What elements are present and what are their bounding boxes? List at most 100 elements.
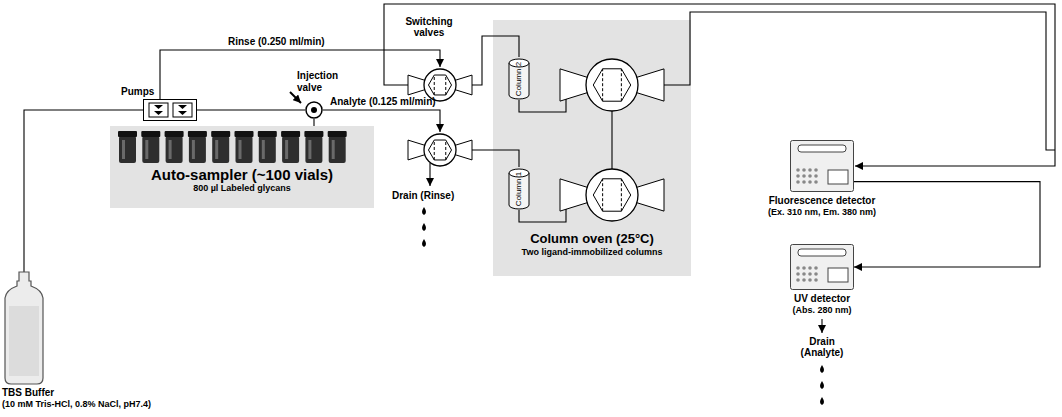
vial-cap xyxy=(258,131,277,137)
node-subtitle: (10 mM Tris-HCl, 0.8% NaCl, pH7.4) xyxy=(2,399,151,409)
detector-button xyxy=(796,272,800,276)
column: Column 2 xyxy=(508,58,530,100)
vial-cap xyxy=(165,131,184,137)
node-title: Column 1 xyxy=(514,172,523,206)
node-caption: Fluorescence detector(Ex. 310 nm, Em. 38… xyxy=(768,195,876,217)
bottle-liquid xyxy=(9,306,39,376)
detector-button xyxy=(802,266,806,270)
node-subtitle: (Abs. 280 nm) xyxy=(792,305,851,315)
valve-dot xyxy=(311,107,317,113)
detector-shape xyxy=(790,140,854,192)
detector: Fluorescence detector(Ex. 310 nm, Em. 38… xyxy=(790,140,854,192)
sample-vial xyxy=(119,136,136,163)
node-subtitle: Two ligand-immobilized columns xyxy=(493,247,691,257)
column-oven-panel: Column 2 Column 1 Column oven (25°C)Two li… xyxy=(493,20,691,276)
detector-button xyxy=(808,168,812,172)
detector-button xyxy=(796,174,800,178)
vial-highlight xyxy=(192,140,195,159)
detector-button xyxy=(808,278,812,282)
detector-button xyxy=(802,180,806,184)
detector-button xyxy=(814,266,818,270)
detector-button xyxy=(796,180,800,184)
drain-drop xyxy=(422,207,426,215)
vial-cap xyxy=(141,131,160,137)
check-valve xyxy=(154,105,163,115)
node-caption: UV detector(Abs. 280 nm) xyxy=(792,293,851,315)
pump-box-shape xyxy=(144,100,198,122)
detector-button xyxy=(802,174,806,178)
detector-slot xyxy=(798,249,846,256)
vial-highlight xyxy=(285,140,288,159)
injection-valve: Injection valve xyxy=(305,101,323,119)
drain-drop xyxy=(820,381,824,389)
valve-channel xyxy=(434,140,446,160)
sample-vial xyxy=(142,136,159,163)
node-title: Injection valve xyxy=(297,70,351,93)
sample-vial xyxy=(282,136,299,163)
detector-button xyxy=(796,278,800,282)
flow-label: Drain (Analyte) xyxy=(797,336,847,358)
vial-highlight xyxy=(169,140,172,159)
detector-button xyxy=(808,266,812,270)
drain-drop xyxy=(422,239,426,247)
valve-rotor xyxy=(586,59,638,111)
detector-button xyxy=(796,266,800,270)
node-caption: Pumps xyxy=(121,86,154,98)
node-subtitle: (Ex. 310 nm, Em. 380 nm) xyxy=(768,207,876,217)
vial-highlight xyxy=(332,140,335,159)
drain-line xyxy=(821,319,822,333)
valve-rotor xyxy=(424,134,456,166)
detector: UV detector(Abs. 280 nm) xyxy=(790,244,854,290)
detector-slot xyxy=(798,145,846,152)
node-caption: TBS Buffer(10 mM Tris-HCl, 0.8% NaCl, pH… xyxy=(2,387,151,409)
detector-body xyxy=(791,245,854,290)
valve-circle xyxy=(306,102,322,118)
node-title: TBS Buffer xyxy=(2,387,151,399)
node-subtitle: 800 µl Labeled glycans xyxy=(110,183,374,193)
bottle-outline xyxy=(5,272,43,384)
outlet-line xyxy=(384,4,1055,166)
rinse-line xyxy=(160,50,440,99)
outlet-line xyxy=(638,12,1055,150)
detector-button xyxy=(808,174,812,178)
valve-line xyxy=(611,111,612,169)
drain-drop xyxy=(820,397,824,405)
node-caption: Column oven (25°C)Two ligand-immobilized… xyxy=(493,232,691,257)
vial-cap xyxy=(281,131,300,137)
valve-ports xyxy=(428,140,451,160)
panel-ground xyxy=(110,126,374,208)
detector-button xyxy=(814,180,818,184)
vial-highlight xyxy=(215,140,218,159)
detector-button xyxy=(814,278,818,282)
vial-highlight xyxy=(262,140,265,159)
detector-button xyxy=(814,272,818,276)
sample-vial xyxy=(329,136,346,163)
node-title: Fluorescence detector xyxy=(768,195,876,207)
detector-button xyxy=(802,168,806,172)
detector-display xyxy=(828,170,848,184)
detector-body xyxy=(791,141,854,192)
node-title: Column 2 xyxy=(514,62,523,96)
valve-channel xyxy=(603,179,622,211)
node-caption: Auto-sampler (~100 vials)800 µl Labeled … xyxy=(110,166,374,194)
flow-label: Analyte (0.125 ml/min) xyxy=(330,96,436,107)
vial-highlight xyxy=(145,140,148,159)
detector-button xyxy=(802,278,806,282)
vial-highlight xyxy=(122,140,125,159)
node-title: Auto-sampler (~100 vials) xyxy=(110,166,374,183)
vial-cap xyxy=(211,131,230,137)
node-caption: Column 1 xyxy=(514,172,523,206)
flow-label: Rinse (0.250 ml/min) xyxy=(228,36,325,47)
flow-label: Switching valves xyxy=(398,16,460,38)
sample-vial xyxy=(166,136,183,163)
vial-highlight xyxy=(239,140,242,159)
valve-channel xyxy=(434,75,446,95)
detector-button xyxy=(808,180,812,184)
detector-button xyxy=(814,168,818,172)
pump-symbol xyxy=(149,103,168,117)
autosampler-panel: Auto-sampler (~100 vials)800 µl Labeled … xyxy=(110,126,374,208)
switching-valve xyxy=(560,59,664,111)
vial-cap xyxy=(328,131,347,137)
drain-line xyxy=(429,163,430,186)
